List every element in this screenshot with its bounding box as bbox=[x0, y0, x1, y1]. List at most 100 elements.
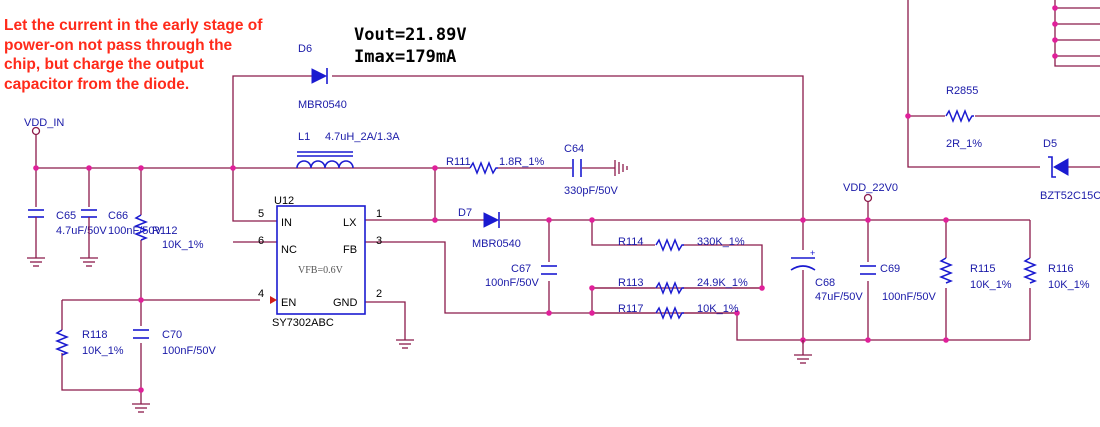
resistor-icon bbox=[469, 160, 498, 176]
net-label-vdd-22v0: VDD_22V0 bbox=[843, 182, 898, 194]
capacitor-c64: C64 330pF/50V bbox=[564, 143, 628, 197]
c64-ref: C64 bbox=[564, 143, 584, 155]
net-vdd-22v0: VDD_22V0 bbox=[843, 182, 898, 203]
c70-ref: C70 bbox=[162, 329, 182, 341]
resistor-r117: R117 10K_1% bbox=[618, 303, 739, 321]
r113-value: 24.9K_1% bbox=[697, 277, 748, 289]
resistor-icon bbox=[133, 214, 149, 241]
pin-name-in: IN bbox=[281, 217, 292, 229]
resistor-icon bbox=[1022, 257, 1038, 284]
r112-value: 10K_1% bbox=[162, 239, 204, 251]
wires bbox=[35, 0, 1100, 404]
diode-d7: D7 MBR0540 bbox=[458, 207, 521, 250]
pin-name-lx: LX bbox=[343, 217, 357, 229]
junction-dot bbox=[432, 165, 438, 171]
design-note: Let the current in the early stage of po… bbox=[4, 16, 324, 94]
r115-ref: R115 bbox=[970, 263, 995, 275]
junctions bbox=[33, 5, 1058, 393]
r117-value: 10K_1% bbox=[697, 303, 739, 315]
capacitor-c69: C69 100nF/50V bbox=[860, 263, 936, 303]
net-label-vdd-in: VDD_IN bbox=[24, 117, 64, 129]
l1-value: 4.7uH_2A/1.3A bbox=[325, 131, 400, 143]
d6-value: MBR0540 bbox=[298, 99, 347, 111]
capacitor-c65: C65 4.7uF/50V bbox=[27, 209, 107, 267]
c65-value: 4.7uF/50V bbox=[56, 225, 107, 237]
r118-value: 10K_1% bbox=[82, 345, 124, 357]
junction-dot bbox=[1052, 37, 1058, 43]
junction-dot bbox=[589, 310, 595, 316]
inductor-icon bbox=[296, 160, 354, 169]
resistor-icon bbox=[655, 305, 684, 321]
junction-dot bbox=[800, 217, 806, 223]
ground-icon bbox=[132, 403, 150, 413]
resistor-icon bbox=[655, 237, 684, 253]
junction-dot bbox=[546, 217, 552, 223]
r2855-ref: R2855 bbox=[946, 85, 978, 97]
net-vdd-in: VDD_IN bbox=[24, 117, 64, 136]
d5-value: BZT52C15C bbox=[1040, 190, 1100, 202]
capacitor-c68: + C68 47uF/50V bbox=[790, 248, 863, 364]
junction-dot bbox=[734, 310, 740, 316]
c64-value: 330pF/50V bbox=[564, 185, 618, 197]
resistor-icon bbox=[54, 329, 70, 356]
pin-num-nc: 6 bbox=[258, 235, 264, 247]
resistor-icon bbox=[945, 108, 974, 124]
pin-name-nc: NC bbox=[281, 244, 297, 256]
junction-dot bbox=[86, 165, 92, 171]
pin-num-in: 5 bbox=[258, 208, 264, 220]
resistor-r112: R112 10K_1% bbox=[133, 214, 204, 251]
c68-ref: C68 bbox=[815, 277, 835, 289]
r114-ref: R114 bbox=[618, 236, 643, 248]
resistor-r114: R114 330K_1% bbox=[618, 236, 745, 253]
resistor-r118: R118 10K_1% bbox=[54, 329, 124, 357]
capacitor-c67: C67 100nF/50V bbox=[485, 263, 557, 289]
inductor-l1: L1 4.7uH_2A/1.3A bbox=[296, 131, 400, 169]
ic-body bbox=[276, 205, 366, 315]
ground-icon bbox=[27, 257, 45, 267]
resistor-icon bbox=[655, 280, 684, 296]
polarity-plus-icon: + bbox=[810, 248, 815, 258]
ground-icon bbox=[80, 257, 98, 267]
ground-icon bbox=[614, 160, 628, 176]
capacitor-c66: C66 100nF/50V bbox=[80, 209, 162, 267]
r2855-value: 2R_1% bbox=[946, 138, 982, 150]
net-port-icon bbox=[31, 126, 41, 136]
junction-dot bbox=[943, 217, 949, 223]
pin-num-fb: 3 bbox=[376, 235, 382, 247]
r115-value: 10K_1% bbox=[970, 279, 1012, 291]
pin-num-lx: 1 bbox=[376, 208, 382, 220]
pin-name-en: EN bbox=[281, 297, 296, 309]
r112-ref: R112 bbox=[152, 225, 177, 237]
junction-dot bbox=[759, 285, 765, 291]
resistor-r116: R116 10K_1% bbox=[1022, 257, 1090, 291]
c68-value: 47uF/50V bbox=[815, 291, 863, 303]
junction-dot bbox=[589, 285, 595, 291]
r114-value: 330K_1% bbox=[697, 236, 745, 248]
r113-ref: R113 bbox=[618, 277, 643, 289]
r111-ref: R111 bbox=[446, 156, 471, 168]
c70-value: 100nF/50V bbox=[162, 345, 216, 357]
junction-dot bbox=[943, 337, 949, 343]
resistor-r111: R111 1.8R_1% bbox=[446, 156, 544, 176]
d5-ref: D5 bbox=[1043, 138, 1057, 150]
c67-value: 100nF/50V bbox=[485, 277, 539, 289]
junction-dot bbox=[33, 165, 39, 171]
diode-icon bbox=[311, 68, 328, 84]
c67-ref: C67 bbox=[511, 263, 531, 275]
junction-dot bbox=[546, 310, 552, 316]
c65-ref: C65 bbox=[56, 210, 76, 222]
junction-dot bbox=[589, 217, 595, 223]
r116-ref: R116 bbox=[1048, 263, 1073, 275]
pin-num-gnd: 2 bbox=[376, 288, 382, 300]
zener-cathode-bar bbox=[1048, 156, 1056, 178]
c66-ref: C66 bbox=[108, 210, 128, 222]
resistor-r115: R115 10K_1% bbox=[938, 257, 1012, 291]
diode-d5: D5 BZT52C15C bbox=[1040, 138, 1100, 202]
pin-num-en: 4 bbox=[258, 288, 264, 300]
junction-dot bbox=[865, 337, 871, 343]
ic-ref: U12 bbox=[274, 195, 294, 207]
d7-value: MBR0540 bbox=[472, 238, 521, 250]
junction-dot bbox=[865, 217, 871, 223]
resistor-r113: R113 24.9K_1% bbox=[618, 277, 748, 296]
l1-ref: L1 bbox=[298, 131, 310, 143]
